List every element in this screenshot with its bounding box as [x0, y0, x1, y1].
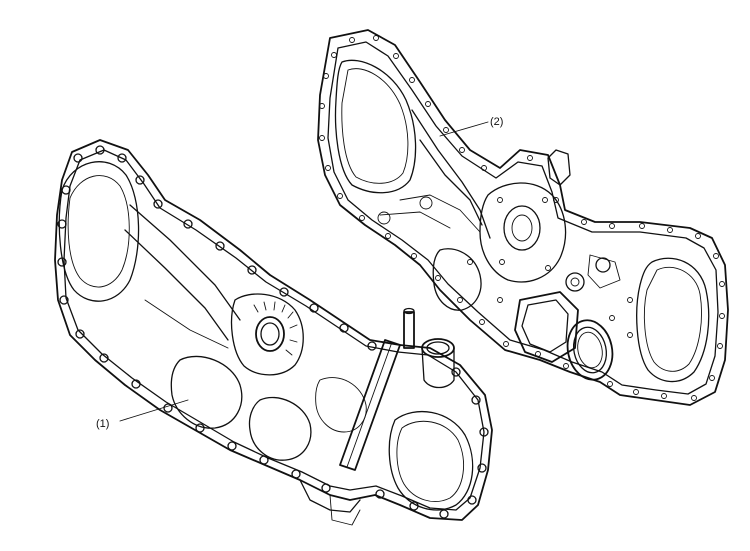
label-part-1: (1): [96, 418, 109, 430]
part-1-front-cover: [54, 139, 493, 526]
label-part-2: (2): [490, 116, 503, 128]
part-2-bolt-holes: [319, 35, 725, 401]
part-1-seal-fins: [253, 301, 298, 356]
part-2-gasket-plate: [317, 29, 729, 406]
leader-line-part-1: [119, 399, 189, 422]
callout-part-2: (2): [439, 116, 503, 137]
part-1-bolt-heads: [57, 145, 489, 519]
leader-line-part-2: [439, 121, 489, 137]
callout-part-1: (1): [96, 399, 189, 430]
